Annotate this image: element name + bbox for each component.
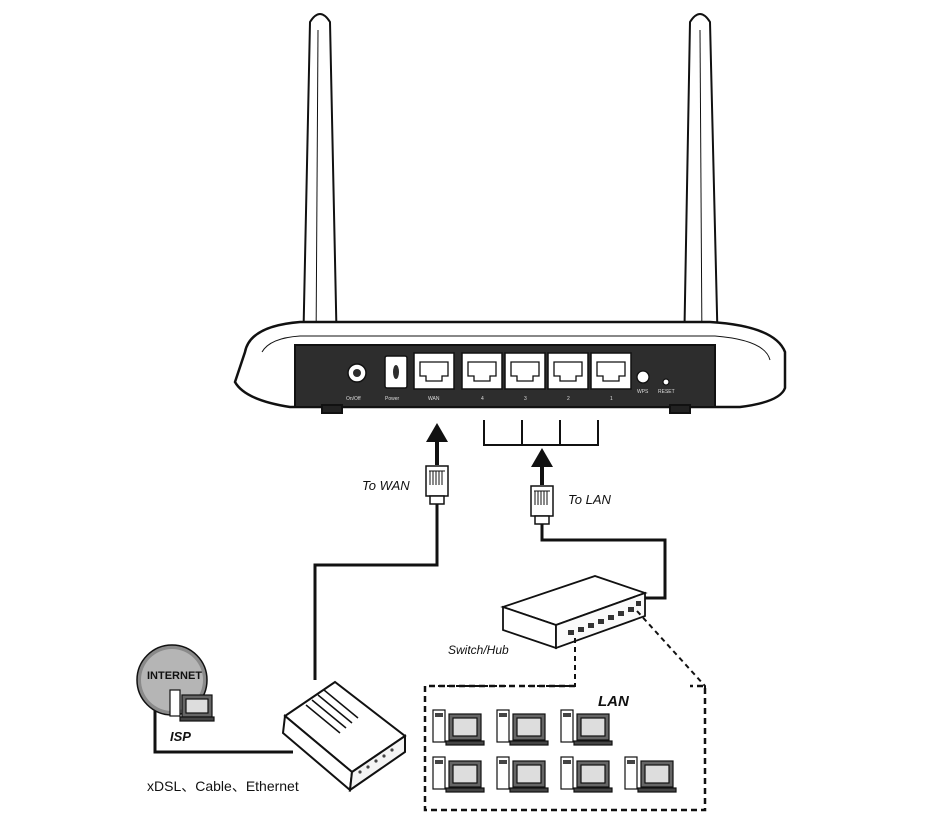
label-power: Power [385, 396, 400, 402]
right-antenna [680, 13, 722, 358]
computer [496, 756, 549, 793]
computer [624, 756, 677, 793]
isp-label: ISP [170, 729, 191, 744]
switch-ports [568, 601, 641, 635]
lan-label: LAN [598, 693, 630, 710]
wps-button [636, 370, 650, 384]
internet-label: INTERNET [147, 670, 202, 682]
computer [432, 709, 485, 746]
wan-arrow [426, 423, 448, 465]
left-antenna [299, 13, 341, 358]
lan-arrow [531, 448, 553, 485]
label-lan-2: 2 [567, 396, 570, 402]
lan-rj45-plug [530, 485, 554, 525]
wan-cable [313, 504, 439, 680]
lan-computers [432, 709, 677, 793]
lan-dashed-box [423, 684, 707, 812]
label-lan-4: 4 [481, 396, 484, 402]
lan-port-1 [590, 352, 632, 390]
router [233, 13, 787, 414]
wan-rj45-plug [425, 465, 449, 505]
label-lan-3: 3 [524, 396, 527, 402]
computer [560, 709, 613, 746]
label-lan-1: 1 [610, 396, 613, 402]
label-wan: WAN [428, 396, 440, 402]
lan-port-3 [504, 352, 546, 390]
to-lan-label: To LAN [568, 492, 611, 507]
connection-types-label: xDSL、Cable、Ethernet [147, 778, 299, 794]
lan-port-4 [461, 352, 503, 390]
modem-vents [305, 689, 359, 734]
switch-hub-label: Switch/Hub [448, 643, 509, 657]
modem-leds [358, 748, 394, 774]
lan-port-2 [547, 352, 589, 390]
computer [560, 756, 613, 793]
lan-ports-bracket [483, 420, 599, 446]
wan-port [413, 352, 455, 390]
modem [281, 680, 407, 793]
switch-hub [500, 575, 648, 650]
label-reset: RESET [658, 389, 675, 395]
rear-panel-labels: On/Off Power WAN 4 3 2 1 WPS RESET [346, 389, 675, 402]
label-wps: WPS [637, 389, 649, 395]
lan-cable [540, 524, 667, 600]
reset-button [662, 378, 670, 386]
label-on-off: On/Off [346, 396, 361, 402]
computer [432, 756, 485, 793]
to-wan-label: To WAN [362, 478, 410, 493]
isp-computer [169, 689, 215, 722]
computer [496, 709, 549, 746]
